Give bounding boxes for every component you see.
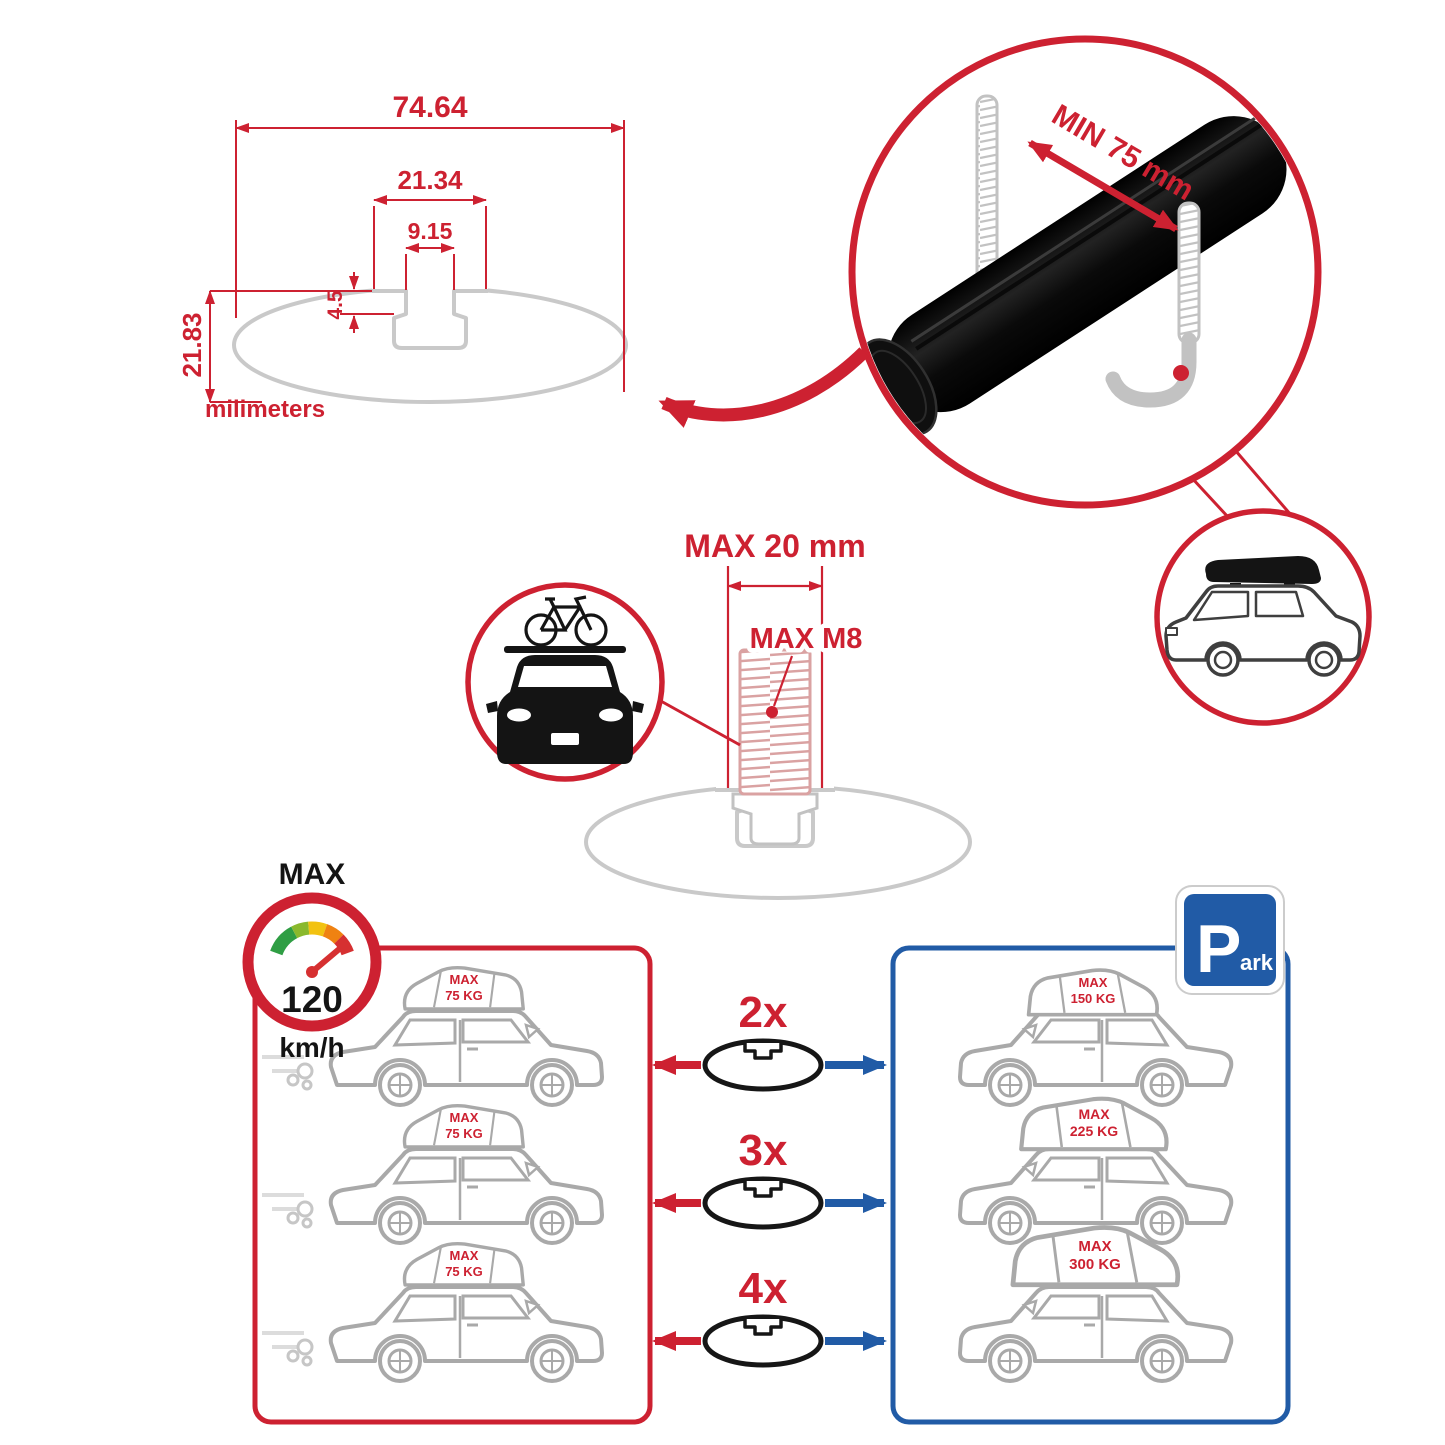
speedometer-needle	[309, 942, 347, 975]
bar-count-row: 2x	[652, 988, 887, 1089]
closeup-contents	[858, 94, 1287, 436]
speed-value: 120	[281, 979, 343, 1020]
bag-max-label: MAX	[450, 972, 479, 987]
bag-weight-label: 75 KG	[445, 1126, 483, 1141]
crossbar-profile-icon	[705, 1041, 821, 1089]
bag-max-label: MAX	[450, 1248, 479, 1263]
dimension-lines	[205, 120, 625, 403]
crossbar-profile-icon	[705, 1179, 821, 1227]
dim-total-height: 21.83	[177, 312, 207, 377]
crossbar-closeup: MIN 75 mm	[848, 35, 1322, 509]
bag-max-label: MAX	[1079, 975, 1108, 990]
headlight-right	[599, 708, 623, 722]
parking-sign-ark: ark	[1240, 950, 1274, 975]
bolt-dimensions	[726, 566, 824, 788]
parking-sign: P ark	[1175, 885, 1285, 995]
profile-top-mask	[372, 284, 488, 292]
windshield	[518, 666, 612, 687]
parking-sign-plate	[1184, 894, 1276, 986]
t-bolt	[731, 648, 819, 846]
roof-box	[1205, 556, 1321, 584]
speed-units: km/h	[279, 1032, 344, 1063]
dim-lip-depth: 4.5	[324, 290, 347, 320]
min-span-arrow	[1027, 139, 1179, 233]
speedometer-hub	[306, 966, 318, 978]
profile-callout-arrow	[658, 347, 869, 428]
multiplier-label: 4x	[739, 1264, 788, 1313]
exhaust-smoke	[262, 1331, 314, 1367]
headlight-left	[507, 708, 531, 722]
bag-weight-label: 75 KG	[445, 988, 483, 1003]
dim-channel-outer: 21.34	[397, 165, 463, 195]
clamp-contact-dot	[1173, 365, 1189, 381]
mirror-right	[632, 701, 644, 713]
bar-count-row: 3x	[652, 1126, 887, 1227]
clamp-rod-rear	[975, 94, 999, 288]
driving-car-row: MAX 75 KG	[262, 965, 604, 1107]
suv-with-roofbox	[1164, 556, 1362, 677]
speed-max-label: MAX	[279, 858, 346, 891]
driving-cars-panel: MAX 75 KG MAX 75 KG MAX 75 KG	[262, 965, 604, 1383]
parked-car-row: MAX 300 KG	[958, 1227, 1234, 1383]
callout-line-2	[1233, 449, 1293, 516]
speedometer-ring	[242, 892, 382, 1032]
driving-car-row: MAX 75 KG	[262, 1241, 604, 1383]
car-front-with-bike	[486, 595, 644, 764]
profile-t-slot-channel	[372, 289, 488, 350]
crossbar-3d	[858, 112, 1287, 436]
bag-weight-label: 150 KG	[1071, 991, 1116, 1006]
bike-callout-line	[658, 698, 741, 747]
bar-count-rows: 2x 3x 4x	[652, 988, 887, 1365]
bolt-max-length-label: MAX 20 mm	[684, 528, 865, 564]
bike-icon	[524, 595, 608, 647]
closeup-circle-ring	[848, 35, 1322, 509]
bag-max-label: MAX	[1078, 1106, 1110, 1122]
bag-weight-label: 300 KG	[1069, 1256, 1121, 1273]
parked-car-row: MAX 225 KG	[958, 1099, 1234, 1245]
bolt-fitment-diagram: MAX 20 mm MAX M8	[584, 524, 972, 900]
crossbar-tube	[887, 116, 1287, 413]
thread-callout-dot	[766, 706, 778, 718]
dim-channel-opening: 9.15	[408, 218, 453, 244]
bag-max-label: MAX	[450, 1110, 479, 1125]
units-label: milimeters	[205, 396, 325, 423]
callout-line-1	[1189, 475, 1230, 519]
bag-max-label: MAX	[1078, 1238, 1111, 1255]
bag-weight-label: 225 KG	[1070, 1123, 1118, 1139]
crossbar-profile-icon	[705, 1317, 821, 1365]
parked-cars-panel: MAX 150 KG MAX 225 KG MAX 300 KG	[958, 968, 1234, 1383]
exhaust-smoke	[262, 1193, 314, 1229]
roof-crossbar	[504, 646, 626, 653]
parked-car-row: MAX 150 KG	[958, 968, 1234, 1107]
bike-rack-callout	[465, 582, 741, 782]
exhaust-smoke	[262, 1055, 314, 1091]
bolt-max-thread-label: MAX M8	[750, 623, 863, 655]
parking-sign-p: P	[1196, 911, 1241, 987]
driving-car-row: MAX 75 KG	[262, 1103, 604, 1245]
bag-weight-label: 75 KG	[445, 1264, 483, 1279]
clamp-rod-front	[1105, 201, 1201, 408]
t-nut	[731, 792, 819, 846]
dim-total-width: 74.64	[392, 91, 467, 124]
license-plate	[551, 733, 579, 745]
roofbox-car-callout	[1154, 449, 1372, 726]
bar-count-row: 4x	[652, 1264, 887, 1365]
mirror-left	[486, 701, 498, 713]
multiplier-label: 2x	[739, 988, 788, 1037]
profile-dimension-diagram: 74.64 21.34 9.15 4.5 21.83 milimeters	[177, 91, 628, 423]
multiplier-label: 3x	[739, 1126, 788, 1175]
speed-limit-badge: MAX 120 km/h	[242, 858, 382, 1063]
